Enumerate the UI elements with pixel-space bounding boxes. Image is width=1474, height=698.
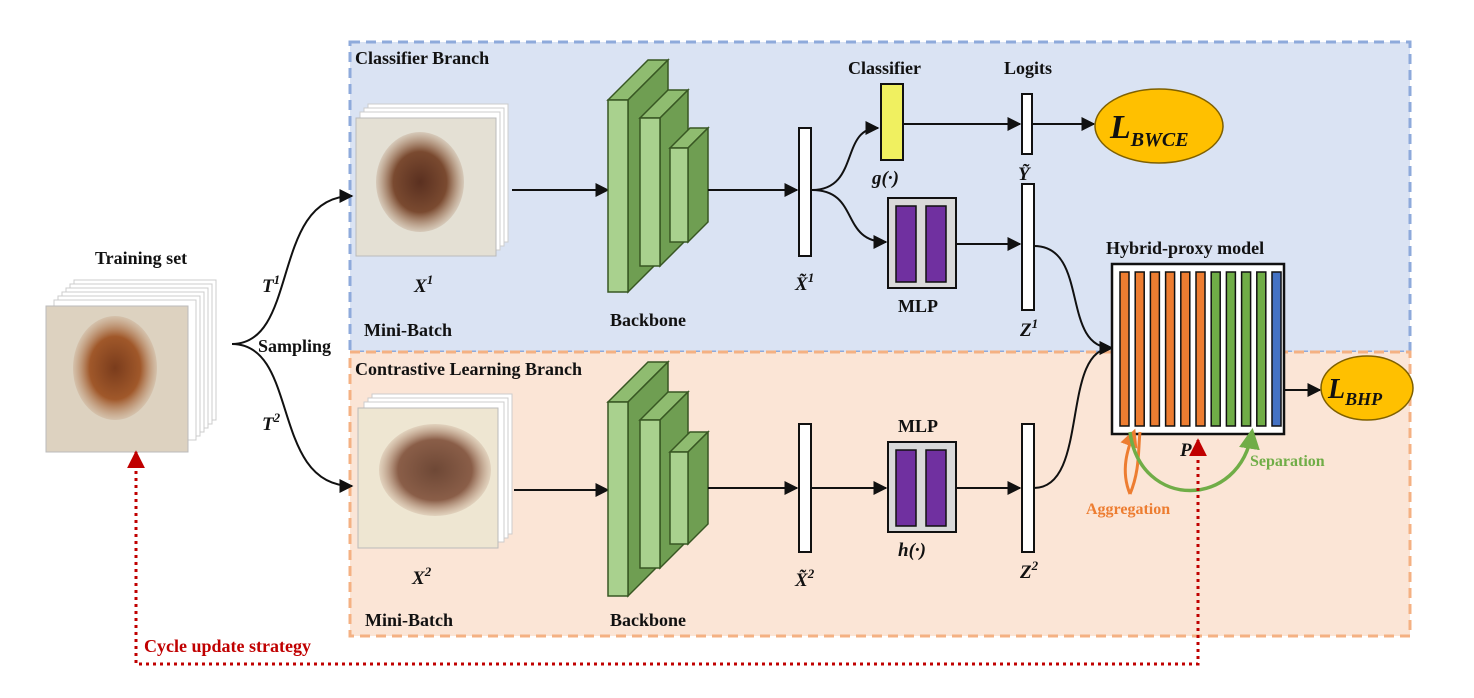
mlp-bottom-block-1 — [895, 449, 917, 527]
sampling-label: Sampling — [258, 336, 331, 356]
sampling-arrow-top — [231, 189, 354, 345]
proxy-bar-orange — [1195, 271, 1206, 427]
loss-bhp-label: LBHP — [1327, 374, 1383, 409]
z1-vector — [1021, 183, 1035, 311]
z2-label: Z2 — [1019, 558, 1039, 583]
backbone-bottom-label: Backbone — [610, 610, 686, 630]
classifier-label: Classifier — [848, 58, 921, 78]
proxy-bar-orange — [1119, 271, 1130, 427]
classifier-head — [880, 83, 904, 161]
xt1-label: X̃1 — [794, 270, 814, 295]
training-set-label: Training set — [95, 248, 187, 268]
h-func-label: h(·) — [898, 540, 926, 561]
proxy-bar-green — [1240, 271, 1252, 427]
separation-arc — [1128, 427, 1260, 493]
proxy-bar-orange — [1149, 271, 1161, 427]
separation-label: Separation — [1250, 453, 1325, 470]
y-tilde-label: Ỹ — [1018, 164, 1032, 185]
mini-batch-bottom-label: Mini-Batch — [365, 610, 453, 630]
mlp-top-block-1 — [895, 205, 917, 283]
logits-label: Logits — [1004, 58, 1052, 78]
minibatch-x2-stack — [357, 393, 513, 549]
proxy-bar-green — [1225, 271, 1237, 427]
mlp-bottom-block-2 — [925, 449, 947, 527]
loss-bhp-ellipse — [1320, 355, 1414, 421]
z2-vector — [1021, 423, 1035, 553]
proxy-bars — [1119, 271, 1282, 427]
proxy-bar-blue — [1271, 271, 1282, 427]
cycle-update-label: Cycle update strategy — [144, 636, 311, 656]
mini-batch-top-label: Mini-Batch — [364, 320, 452, 340]
t1-label: T1 — [262, 272, 280, 297]
xt2-vector — [798, 423, 812, 553]
xt2-label: X̃2 — [794, 566, 815, 591]
sampling-arrow-bottom — [231, 343, 354, 493]
x2-label: X2 — [411, 564, 432, 589]
arrow-xt1-classifier — [811, 121, 880, 191]
arrow-z1-proxy — [1033, 245, 1114, 355]
g-func-label: g(·) — [871, 168, 899, 189]
aggregation-label: Aggregation — [1086, 501, 1170, 518]
cycle-update-path — [127, 446, 1200, 666]
loss-bwce-ellipse — [1094, 88, 1224, 164]
backbone-top-label: Backbone — [610, 310, 686, 330]
t2-label: T2 — [262, 410, 281, 435]
proxy-bar-green — [1210, 271, 1221, 427]
proxy-bar-orange — [1180, 271, 1191, 427]
proxy-bar-green — [1256, 271, 1267, 427]
backbone-bottom — [606, 360, 710, 598]
proxy-bar-orange — [1164, 271, 1176, 427]
mlp-top-block-2 — [925, 205, 947, 283]
xt1-vector — [798, 127, 812, 257]
loss-bwce-label: LBWCE — [1109, 109, 1189, 151]
arrow-z2-proxy — [1033, 341, 1114, 489]
x1-label: X1 — [413, 272, 433, 297]
classifier-branch-title: Classifier Branch — [355, 48, 489, 68]
training-set-stack — [45, 279, 217, 453]
contrastive-branch-title: Contrastive Learning Branch — [355, 359, 582, 379]
logits-vector — [1021, 93, 1033, 155]
proxy-bar-orange — [1134, 271, 1145, 427]
minibatch-x1-stack — [355, 103, 509, 257]
mlp-bottom-label: MLP — [898, 416, 938, 436]
arrow-xt1-mlp — [811, 189, 888, 249]
p-label: P — [1179, 440, 1192, 461]
backbone-top — [606, 58, 710, 294]
hybrid-proxy-label: Hybrid-proxy model — [1106, 238, 1264, 258]
z1-label: Z1 — [1019, 316, 1038, 341]
mlp-top-label: MLP — [898, 296, 938, 316]
